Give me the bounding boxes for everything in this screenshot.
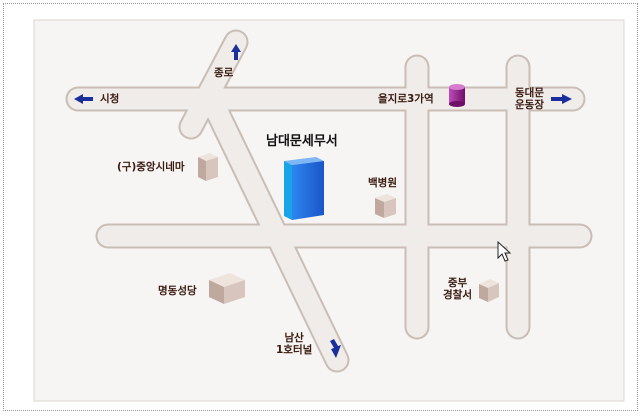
label-namsan-line1: 남산	[284, 332, 304, 344]
label-dongdaemun-line2: 운동장	[515, 99, 544, 111]
landmark-building-police	[479, 279, 499, 302]
label-dongdaemun-line1: 동대문	[515, 87, 544, 99]
map-frame	[3, 3, 638, 411]
label-dongdaemun: 동대문 운동장	[515, 87, 544, 111]
landmark-building-hospital	[375, 194, 396, 218]
label-paik-hospital: 백병원	[368, 177, 397, 189]
label-euljiro: 을지로3가역	[378, 93, 434, 105]
landmark-building-cathedral	[209, 273, 245, 304]
target-building	[284, 157, 324, 220]
label-jongno: 종로	[214, 67, 234, 79]
label-city-hall: 시청	[100, 93, 120, 105]
label-tax-office: 남대문세무서	[266, 134, 338, 149]
arrow-up-icon	[231, 44, 241, 60]
label-myeongdong-cathedral: 명동성당	[158, 285, 197, 297]
label-jungbu-police: 중부 경찰서	[443, 277, 472, 301]
roads	[67, 31, 591, 371]
label-jungbu-line2: 경찰서	[443, 289, 472, 301]
arrow-right-icon	[551, 94, 572, 104]
label-jungbu-line1: 중부	[447, 277, 468, 289]
arrow-left-icon	[74, 94, 93, 104]
label-namsan-tunnel: 남산 1호터널	[276, 332, 312, 356]
landmark-building-cinema	[198, 153, 218, 181]
mouse-cursor-icon	[497, 240, 512, 262]
label-central-cinema: (구)중앙시네마	[117, 161, 185, 173]
subway-station-icon	[449, 84, 465, 107]
label-namsan-line2: 1호터널	[276, 344, 313, 356]
arrow-down-icon	[330, 339, 341, 358]
